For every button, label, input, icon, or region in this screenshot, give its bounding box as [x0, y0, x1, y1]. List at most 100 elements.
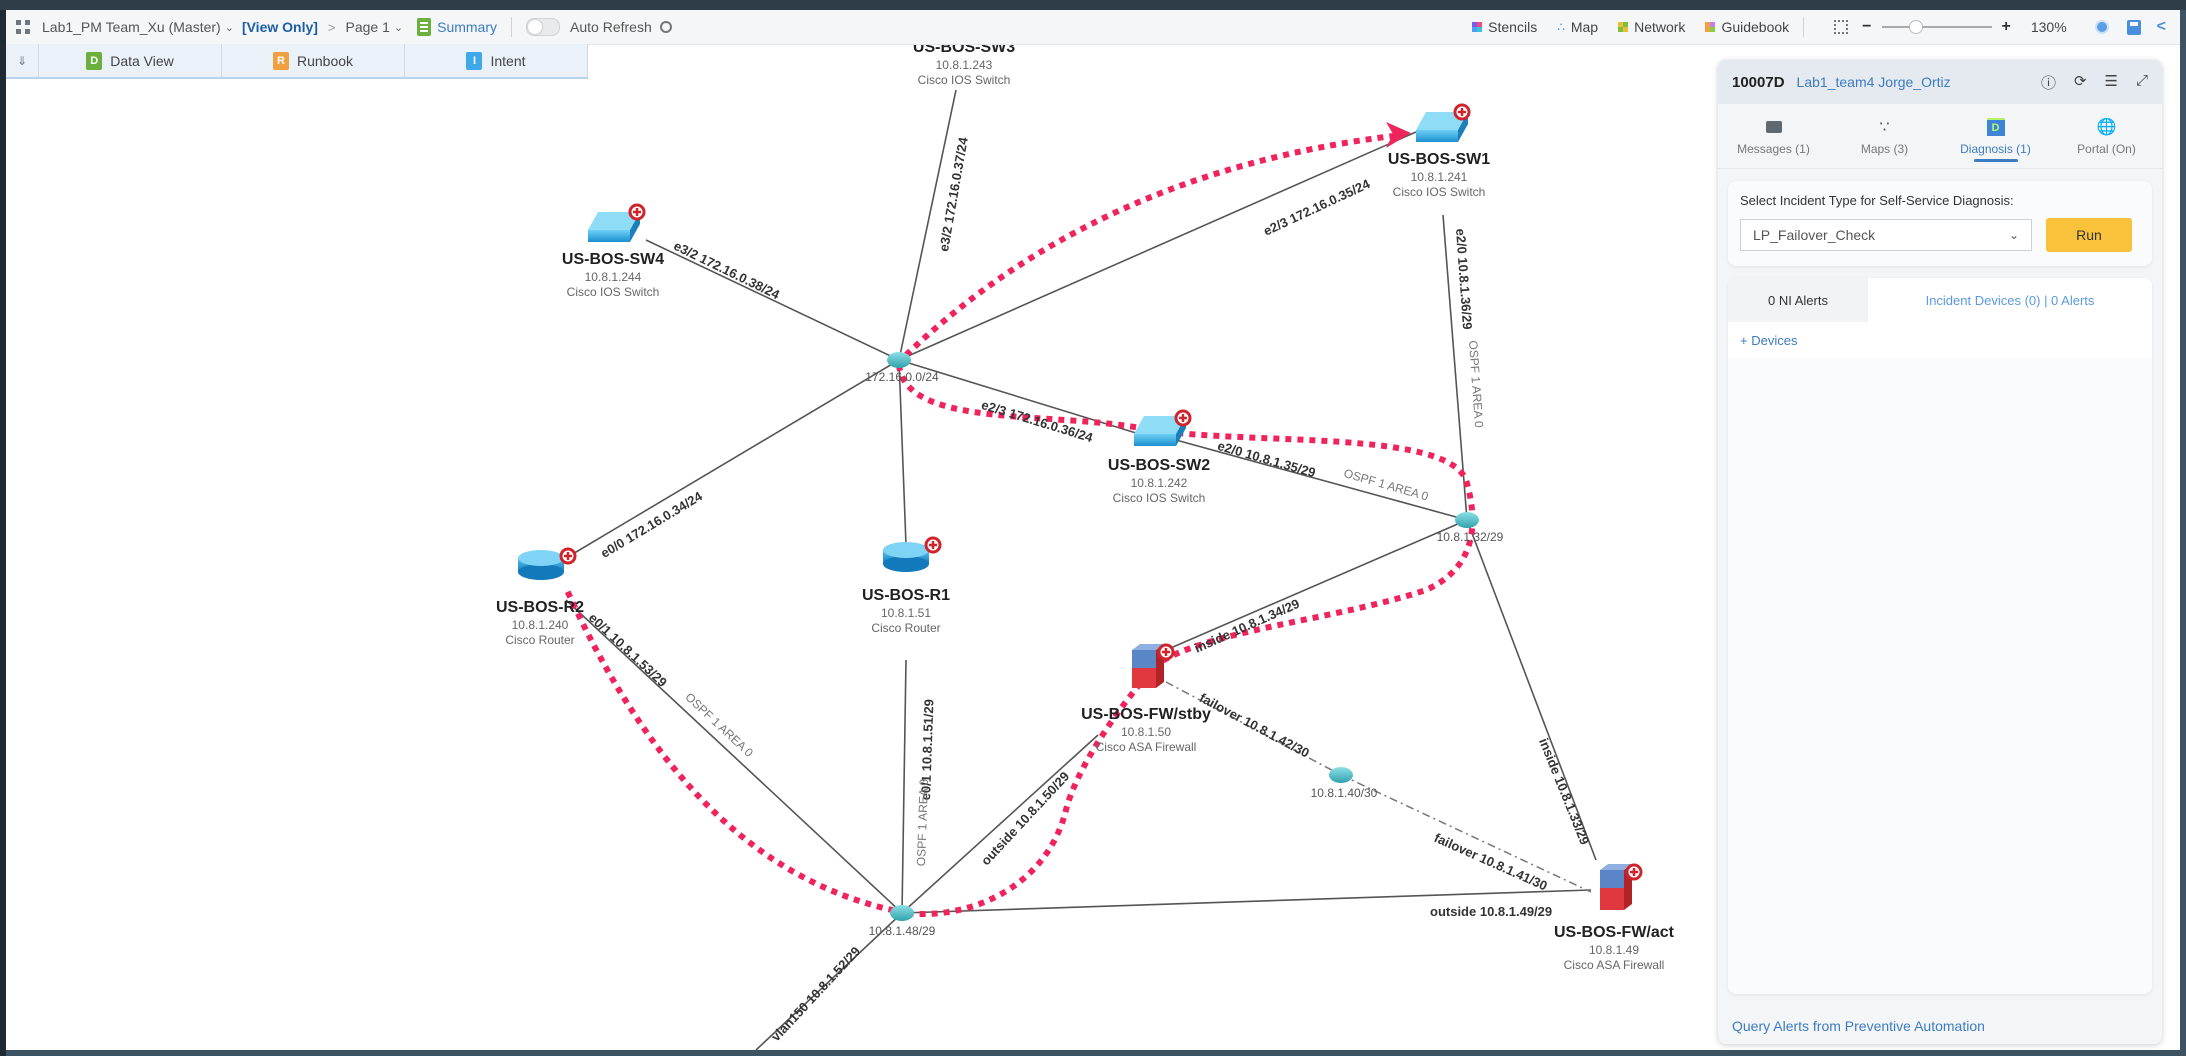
add-devices-link[interactable]: + Devices: [1728, 322, 2152, 358]
settings-icon[interactable]: [659, 21, 672, 33]
secondary-tab-bar: ⇓ D Data View R Runbook I Intent: [6, 44, 588, 79]
link-fwstby-hub32: [1165, 519, 1468, 651]
apps-grid-icon[interactable]: [16, 20, 30, 34]
chevron-right-icon: >: [327, 19, 336, 35]
divider: [511, 17, 513, 37]
window-left-border: [0, 10, 6, 1056]
stencils-button[interactable]: Stencils: [1472, 19, 1537, 35]
tab-messages[interactable]: Messages (1): [1718, 104, 1829, 168]
panel-header-icons: ⓘ ⟳ ☰ ⤢: [2041, 72, 2148, 93]
alerts-card: 0 NI Alerts Incident Devices (0) | 0 Ale…: [1728, 278, 2152, 994]
guidebook-button[interactable]: Guidebook: [1705, 19, 1789, 35]
subnet-hub-icon: [1329, 767, 1353, 783]
panel-header: 10007D Lab1_team4 Jorge_Ortiz ⓘ ⟳ ☰ ⤢: [1718, 60, 2162, 104]
link-fwact-hub48: [901, 889, 1592, 914]
link-sw4-hub172: [645, 239, 900, 361]
query-alerts-link[interactable]: Query Alerts from Preventive Automation: [1732, 1018, 1985, 1034]
share-icon[interactable]: <: [2156, 18, 2166, 35]
link-sw3-hub172: [898, 89, 957, 361]
app-window: US-BOS-SW3 10.8.1.243 Cisco IOS Switch U…: [6, 10, 2180, 1050]
data-view-icon: D: [86, 51, 103, 70]
device-label-sw4[interactable]: US-BOS-SW4 10.8.1.244 Cisco IOS Switch: [561, 251, 665, 299]
page-dropdown[interactable]: Page 1 ⌄: [346, 19, 404, 35]
zoom-level: 130%: [2030, 19, 2067, 35]
zoom-in-button[interactable]: +: [2001, 18, 2011, 35]
link-sw1-hub32: [1442, 214, 1468, 521]
zoom-slider-handle[interactable]: [1908, 20, 1923, 34]
incident-type-card: Select Incident Type for Self-Service Di…: [1728, 181, 2152, 266]
link-r1-hub172: [898, 359, 907, 546]
run-button[interactable]: Run: [2046, 218, 2132, 252]
help-icon[interactable]: ⓘ: [2040, 74, 2056, 92]
summary-label: Summary: [437, 19, 498, 35]
device-label-r2[interactable]: US-BOS-R2 10.8.1.240 Cisco Router: [495, 599, 585, 647]
guidebook-label: Guidebook: [1721, 19, 1790, 35]
switch-icon-sw4: [588, 212, 640, 242]
incident-id: 10007D: [1732, 73, 1785, 91]
tab-portal[interactable]: 🌐 Portal (On): [2051, 104, 2162, 168]
chevron-down-icon: ⌄: [2008, 228, 2019, 242]
path-hub172-sw2-hub32: [896, 364, 1476, 668]
incident-panel: 10007D Lab1_team4 Jorge_Ortiz ⓘ ⟳ ☰ ⤢ Me…: [1718, 60, 2162, 1044]
auto-refresh-toggle[interactable]: [526, 18, 561, 36]
divider: [1803, 17, 1805, 37]
map-canvas[interactable]: US-BOS-SW3 10.8.1.243 Cisco IOS Switch U…: [6, 10, 2180, 1050]
tab-data-view[interactable]: D Data View: [39, 44, 222, 77]
subnet-hub-icon: [1455, 512, 1479, 528]
collapse-icon[interactable]: ⤢: [2135, 71, 2148, 89]
alerts-tabs: 0 NI Alerts Incident Devices (0) | 0 Ale…: [1728, 278, 2152, 322]
map-button[interactable]: ∴ Map: [1557, 19, 1598, 35]
router-icon-r1: [883, 542, 929, 572]
tab-intent[interactable]: I Intent: [405, 44, 588, 77]
network-label: Network: [1634, 19, 1686, 35]
summary-button[interactable]: Summary: [403, 18, 497, 36]
device-label-sw3[interactable]: US-BOS-SW3 10.8.1.243 Cisco IOS Switch: [912, 39, 1016, 87]
tab-label: Messages (1): [1737, 142, 1810, 156]
double-chevron-down-icon: ⇓: [16, 53, 28, 68]
path-hub172-sw1: [903, 132, 1402, 358]
device-label-sw2[interactable]: US-BOS-SW2 10.8.1.242 Cisco IOS Switch: [1107, 457, 1211, 505]
incident-type-value: LP_Failover_Check: [1753, 227, 1876, 243]
zoom-out-button[interactable]: −: [1862, 18, 1872, 35]
link-fwact-hub32: [1466, 519, 1597, 861]
incident-type-select[interactable]: LP_Failover_Check ⌄: [1740, 219, 2032, 251]
tab-incident-devices[interactable]: Incident Devices (0) | 0 Alerts: [1868, 278, 2152, 322]
intent-icon: I: [466, 51, 483, 70]
firewall-icon-fwstby: [1132, 644, 1164, 688]
device-label-fwact[interactable]: US-BOS-FW/act 10.8.1.49 Cisco ASA Firewa…: [1554, 924, 1674, 972]
target-icon[interactable]: [2094, 20, 2109, 34]
subnet-label: 172.16.0.0/24: [865, 370, 939, 384]
device-label-sw1[interactable]: US-BOS-SW1 10.8.1.241 Cisco IOS Switch: [1387, 151, 1491, 199]
incident-user-link[interactable]: Lab1_team4 Jorge_Ortiz: [1796, 74, 1951, 90]
tab-maps[interactable]: ∵ Maps (3): [1829, 104, 1940, 168]
guidebook-icon: [1705, 22, 1716, 32]
network-icon: [1618, 22, 1629, 32]
collapse-button[interactable]: ⇓: [6, 44, 39, 77]
alert-badges: [559, 103, 1643, 881]
network-button[interactable]: Network: [1618, 19, 1685, 35]
device-label-r1[interactable]: US-BOS-R1 10.8.1.51 Cisco Router: [861, 587, 951, 635]
link-fwstby-hub40: [1165, 681, 1342, 776]
tab-runbook[interactable]: R Runbook: [222, 44, 405, 77]
refresh-icon[interactable]: ⟳: [2073, 72, 2087, 90]
tab-label: Intent: [490, 52, 526, 69]
link-r2-hub48: [565, 599, 903, 914]
globe-icon: 🌐: [2096, 119, 2117, 136]
tab-diagnosis[interactable]: D Diagnosis (1): [1940, 104, 2051, 168]
subnet-label: 10.8.1.40/30: [1310, 786, 1378, 800]
save-icon[interactable]: [2126, 19, 2141, 35]
tab-label: Runbook: [296, 52, 354, 69]
fit-to-screen-icon[interactable]: [1834, 20, 1849, 34]
link-fwact-hub40: [1340, 774, 1592, 893]
tab-ni-alerts[interactable]: 0 NI Alerts: [1728, 278, 1868, 322]
subnet-hub-icon: [887, 352, 911, 368]
map-name: Lab1_PM Team_Xu (Master): [42, 19, 221, 35]
map-name-dropdown[interactable]: Lab1_PM Team_Xu (Master) ⌄: [42, 19, 234, 35]
menu-icon[interactable]: ☰: [2104, 72, 2118, 90]
topology-svg: [518, 89, 1643, 1050]
map-tree-icon: ∴: [1557, 20, 1565, 34]
device-label-fwstby[interactable]: US-BOS-FW/stby 10.8.1.50 Cisco ASA Firew…: [1081, 706, 1211, 754]
link-r1-hub48: [901, 659, 907, 914]
zoom-slider[interactable]: [1881, 20, 1992, 34]
view-only-badge: [View Only]: [241, 19, 318, 35]
